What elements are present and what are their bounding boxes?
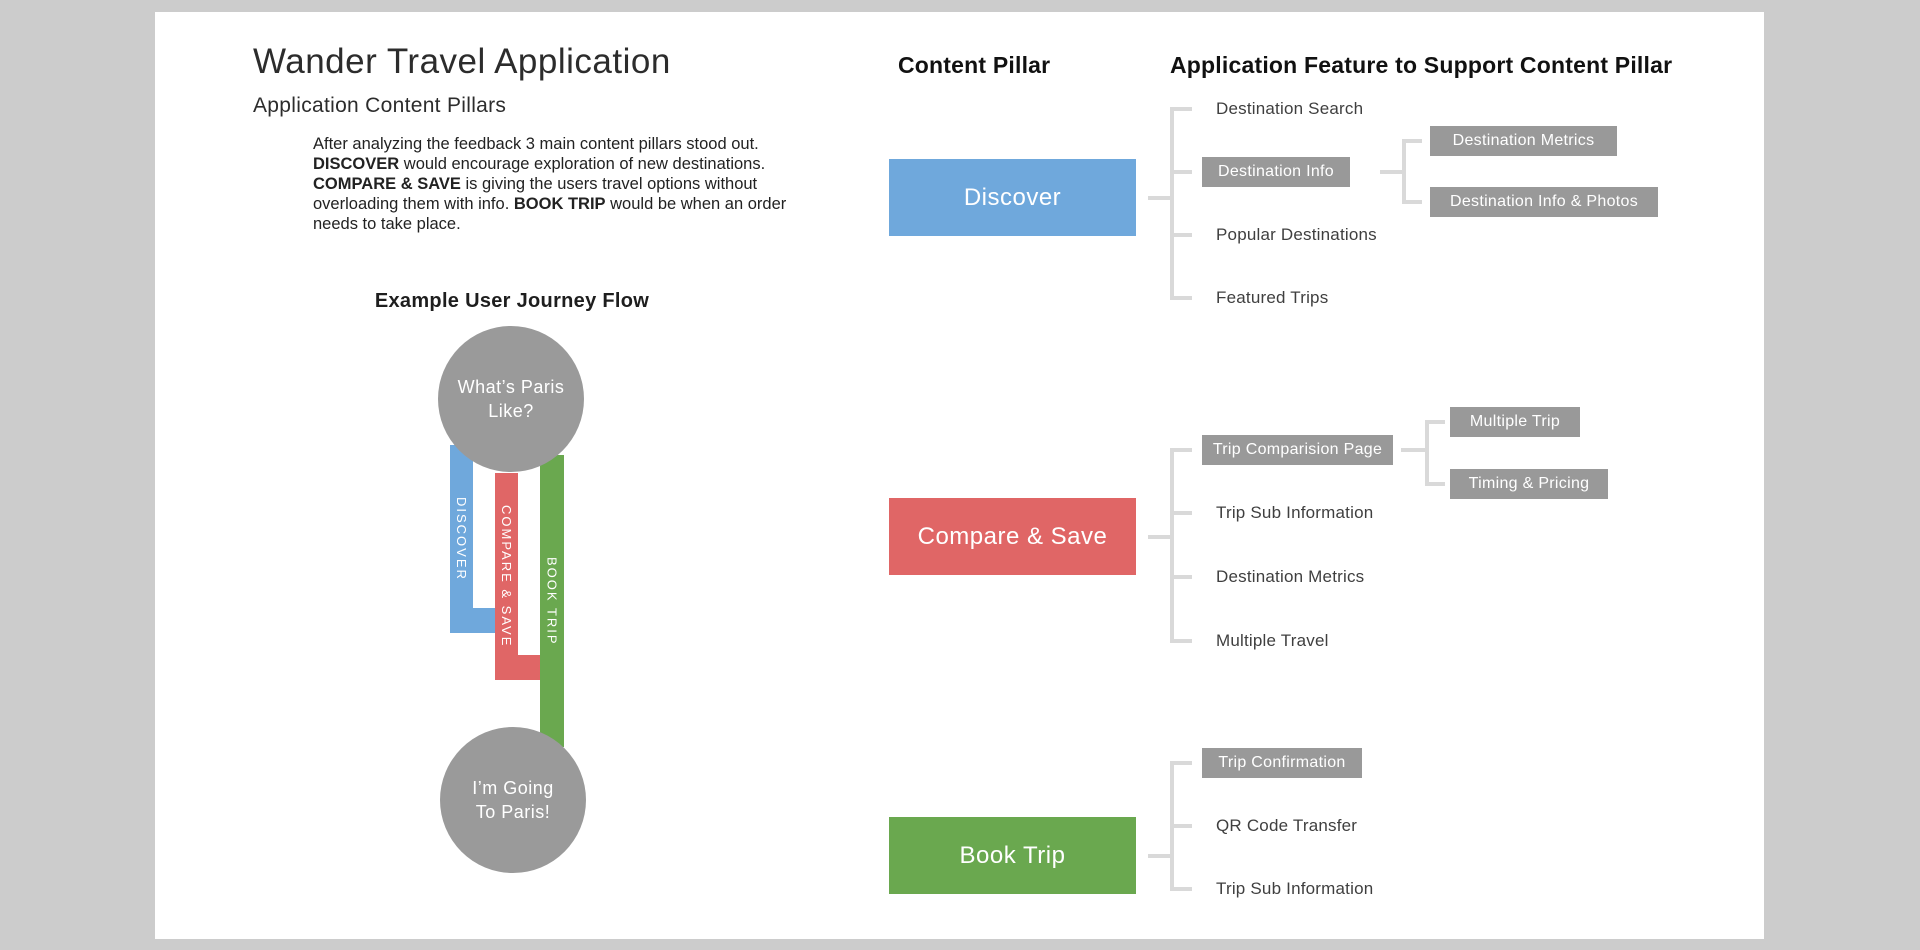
journey-bar-book-trip: BOOK TRIP <box>540 455 564 747</box>
feature-trip-sub-information-2: Trip Sub Information <box>1216 879 1374 898</box>
feature-popular-destinations: Popular Destinations <box>1216 225 1377 244</box>
journey-start-line1: What’s Paris <box>457 377 565 397</box>
connector-spine-destination-info <box>1402 139 1406 204</box>
connector-tick <box>1170 296 1192 300</box>
connector-spine-trip-comparision <box>1425 420 1429 486</box>
pillar-box-discover: Discover <box>889 159 1136 236</box>
connector-tick <box>1170 824 1192 828</box>
connector-tick <box>1170 575 1192 579</box>
connector-tick <box>1170 511 1192 515</box>
journey-bar-compare-save-label: COMPARE & SAVE <box>499 505 514 648</box>
connector-spine-discover <box>1170 107 1174 300</box>
journey-end-line2: To Paris! <box>475 802 551 822</box>
connector-stub-book-trip <box>1148 854 1170 858</box>
connector-tick <box>1170 448 1192 452</box>
feature-box-destination-info: Destination Info <box>1202 157 1350 187</box>
connector-tick <box>1402 200 1422 204</box>
feature-destination-search: Destination Search <box>1216 99 1364 118</box>
journey-end-line1: I’m Going <box>472 778 554 798</box>
journey-start-circle: What’s Paris Like? <box>438 326 584 472</box>
feature-qr-code-transfer: QR Code Transfer <box>1216 816 1358 835</box>
intro-text-segment: would encourage exploration of new desti… <box>399 155 766 173</box>
journey-bar-book-trip-label: BOOK TRIP <box>544 556 560 646</box>
feature-box-timing-pricing: Timing & Pricing <box>1450 469 1608 499</box>
page-title: Wander Travel Application <box>253 42 671 81</box>
pillar-box-book-trip: Book Trip <box>889 817 1136 894</box>
connector-tick <box>1425 482 1445 486</box>
intro-bold-compare-save: COMPARE & SAVE <box>313 175 461 193</box>
intro-text-segment: After analyzing the feedback 3 main cont… <box>313 135 759 153</box>
feature-trip-sub-information: Trip Sub Information <box>1216 503 1374 522</box>
connector-tick <box>1170 107 1192 111</box>
intro-paragraph: After analyzing the feedback 3 main cont… <box>313 134 815 234</box>
feature-multiple-travel: Multiple Travel <box>1216 631 1329 650</box>
connector-tick <box>1170 887 1192 891</box>
connector-tick <box>1425 420 1445 424</box>
journey-end-circle: I’m Going To Paris! <box>440 727 586 873</box>
pillar-box-compare-save: Compare & Save <box>889 498 1136 575</box>
connector-tick <box>1170 639 1192 643</box>
connector-tick <box>1170 170 1192 174</box>
connector-tick <box>1170 233 1192 237</box>
journey-start-line2: Like? <box>488 401 534 421</box>
connector-tick <box>1170 761 1192 765</box>
document-canvas: Wander Travel Application Application Co… <box>155 12 1764 939</box>
intro-text-segment: is giving the users travel options witho… <box>313 175 758 213</box>
column-header-app-feature: Application Feature to Support Content P… <box>1170 52 1673 78</box>
connector-stub-discover <box>1148 196 1170 200</box>
page-subtitle: Application Content Pillars <box>253 94 507 117</box>
intro-bold-discover: DISCOVER <box>313 155 400 173</box>
connector-spine-compare-save <box>1170 448 1174 643</box>
connector-stub-trip-comparision <box>1401 448 1425 452</box>
feature-box-trip-comparision-page: Trip Comparision Page <box>1202 435 1393 465</box>
feature-destination-metrics: Destination Metrics <box>1216 567 1365 586</box>
journey-bar-discover-foot <box>450 608 495 633</box>
journey-flow-title: Example User Journey Flow <box>374 290 650 312</box>
journey-bar-compare-save-foot <box>495 655 542 680</box>
journey-bar-discover: DISCOVER <box>450 445 473 633</box>
connector-stub-destination-info <box>1380 170 1402 174</box>
feature-featured-trips: Featured Trips <box>1216 288 1329 307</box>
journey-bar-discover-label: DISCOVER <box>454 497 469 581</box>
journey-bar-compare-save: COMPARE & SAVE <box>495 473 518 680</box>
connector-stub-compare-save <box>1148 535 1170 539</box>
feature-box-multiple-trip: Multiple Trip <box>1450 407 1580 437</box>
feature-box-destination-metrics: Destination Metrics <box>1430 126 1617 156</box>
feature-box-destination-info-photos: Destination Info & Photos <box>1430 187 1658 217</box>
feature-box-trip-confirmation: Trip Confirmation <box>1202 748 1362 778</box>
connector-tick <box>1402 139 1422 143</box>
column-header-content-pillar: Content Pillar <box>898 52 1051 78</box>
intro-bold-book-trip: BOOK TRIP <box>513 195 606 213</box>
intro-text-segment: would be when an order needs to take pla… <box>313 195 787 233</box>
